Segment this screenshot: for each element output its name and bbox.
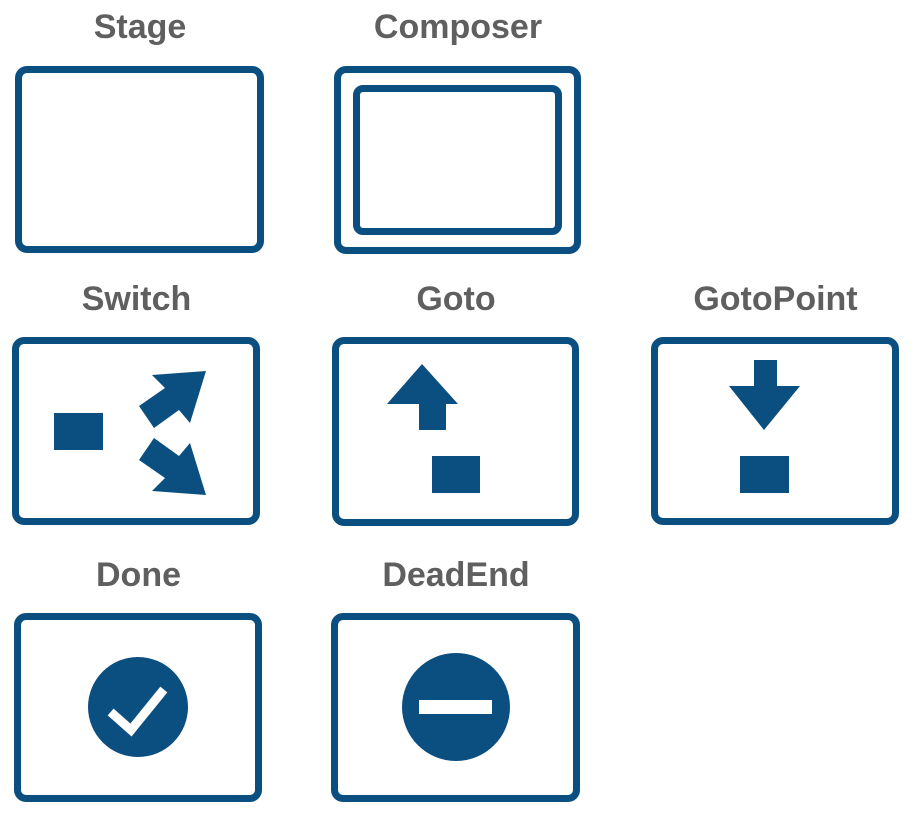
gotopoint-icon [729,360,800,493]
gotopoint-label: GotoPoint [693,280,858,318]
composer-box [334,66,581,254]
switch-source-square [54,413,103,450]
deadend-label: DeadEnd [382,556,530,594]
goto-target-square [432,456,480,493]
switch-node: Switch [12,278,261,525]
goto-node: Goto [332,278,580,526]
goto-icon [387,364,480,493]
switch-icon [54,371,206,495]
checkmark [107,686,168,737]
gotopoint-target-square [740,456,789,493]
stage-node: Stage [15,6,265,253]
stage-label: Stage [93,8,187,46]
switch-label: Switch [81,280,192,318]
composer-label: Composer [373,8,543,46]
gotopoint-down-arrow [729,360,800,430]
checkmark-circle [88,657,188,757]
gotopoint-node: GotoPoint [651,278,900,525]
checkmark-circle-icon [88,657,188,757]
done-label: Done [96,556,181,594]
switch-arrow-down-right [139,438,206,495]
composer-inner-box [353,85,562,235]
deadend-box [331,613,580,802]
stage-box [15,66,264,253]
goto-up-arrow [387,364,458,430]
switch-box [12,337,260,525]
composer-node: Composer [334,6,582,254]
no-entry-bar [419,700,492,714]
switch-arrow-up-right [139,371,206,428]
gotopoint-box [651,337,899,525]
deadend-node: DeadEnd [331,554,581,802]
goto-box [332,337,579,526]
done-node: Done [14,554,263,802]
no-entry-icon [402,653,510,761]
done-box [14,613,262,802]
goto-label: Goto [416,280,496,318]
